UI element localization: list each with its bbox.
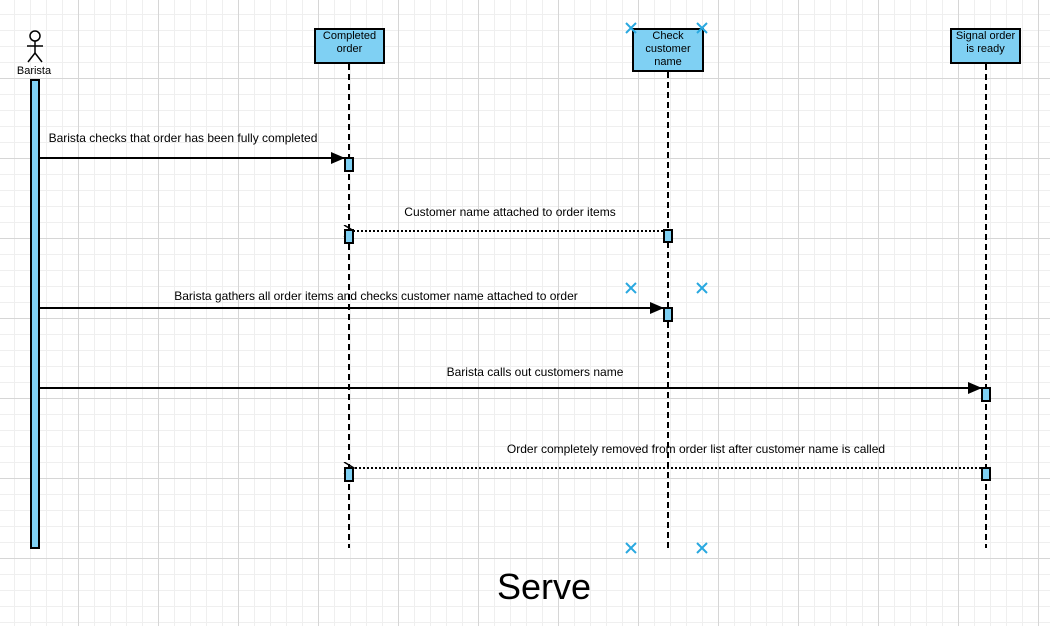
activation-completed-3[interactable]: [344, 467, 354, 482]
message-label-2: Customer name attached to order items: [404, 205, 616, 219]
lifeline-box-signal-order-ready[interactable]: Signal order is ready: [950, 28, 1021, 64]
lifeline-label-check-customer-name: Check customer name: [645, 30, 691, 68]
activation-completed-2[interactable]: [344, 229, 354, 244]
lifeline-box-completed-order[interactable]: Completed order: [314, 28, 385, 64]
message-label-1: Barista checks that order has been fully…: [48, 131, 318, 145]
message-label-3: Barista gathers all order items and chec…: [174, 289, 578, 303]
activation-completed-1[interactable]: [344, 157, 354, 172]
activation-signal-1[interactable]: [981, 387, 991, 402]
actor-stick-figure-icon[interactable]: [27, 30, 43, 63]
diagram-title: Serve: [496, 566, 592, 607]
activation-check-2[interactable]: [663, 307, 673, 322]
cross-handle-icon[interactable]: [624, 541, 638, 555]
lifeline-label-signal-order-ready: Signal order is ready: [955, 30, 1016, 55]
message-label-5: Order completely removed from order list…: [506, 442, 886, 456]
actor-activation-bar[interactable]: [30, 79, 40, 549]
cross-handle-icon[interactable]: [695, 21, 709, 35]
lifeline-label-completed-order: Completed order: [322, 30, 377, 55]
cross-handle-icon[interactable]: [695, 541, 709, 555]
activation-check-1[interactable]: [663, 229, 673, 243]
activation-signal-2[interactable]: [981, 467, 991, 481]
cross-handle-icon[interactable]: [624, 281, 638, 295]
actor-label: Barista: [16, 65, 52, 77]
message-label-4: Barista calls out customers name: [446, 365, 624, 379]
lifeline-box-check-customer-name[interactable]: Check customer name: [632, 28, 704, 72]
cross-handle-icon[interactable]: [695, 281, 709, 295]
cross-handle-icon[interactable]: [624, 21, 638, 35]
